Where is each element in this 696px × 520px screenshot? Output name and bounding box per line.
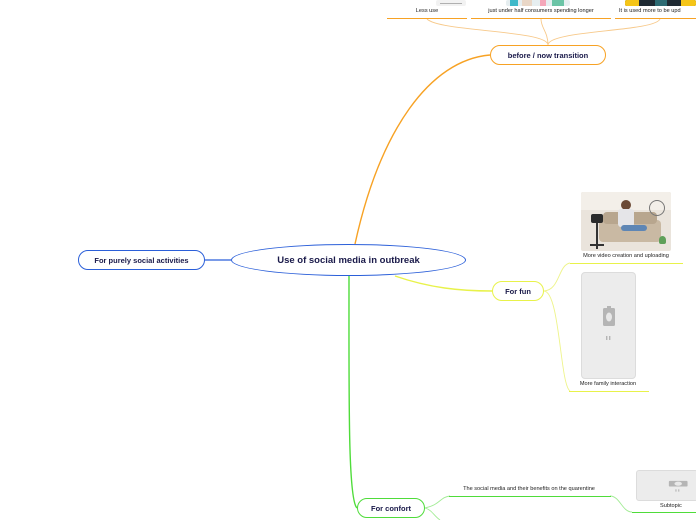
link-confort-sub2 (424, 507, 441, 520)
subtopic-quarentine-benefits-underline (449, 496, 611, 497)
link-central-before (354, 54, 491, 245)
subtopic-half-consumers-underline (471, 18, 611, 19)
topic-for-fun[interactable]: For fun (492, 281, 544, 301)
subtopic-image-placeholder (636, 470, 696, 501)
subtopic-generic[interactable]: Subtopic (660, 503, 696, 509)
link-fun-sub1 (543, 262, 571, 292)
topic-before-now-transition-label: before / now transition (507, 50, 589, 60)
subtopic-less-use-image (436, 0, 466, 6)
subtopic-video-creation-label: More video creation and uploading (583, 253, 669, 259)
link-before-sub2 (540, 18, 549, 46)
subtopic-half-consumers-label: just under half consumers spending longe… (488, 8, 594, 14)
link-central-fun (394, 275, 493, 292)
topic-for-confort-label: For confort (371, 503, 411, 513)
link-before-sub3 (547, 18, 661, 46)
central-topic[interactable]: Use of social media in outbreak (231, 244, 466, 276)
image-placeholder-icon (668, 480, 688, 492)
subtopic-quarentine-benefits[interactable]: The social media and their benefits on t… (449, 486, 609, 492)
topic-social-activities[interactable]: For purely social activities (78, 250, 205, 270)
subtopic-less-use[interactable]: Less use (387, 8, 467, 14)
link-before-sub1 (426, 18, 549, 46)
subtopic-family-interaction-label: More family interaction (579, 381, 637, 387)
subtopic-quarentine-benefits-label: The social media and their benefits on t… (463, 486, 595, 492)
subtopic-generic-label: Subtopic (660, 503, 682, 509)
subtopic-video-creation-underline (570, 263, 683, 264)
topic-social-activities-label: For purely social activities (94, 255, 189, 265)
central-topic-label: Use of social media in outbreak (277, 254, 420, 266)
subtopic-used-more-image (625, 0, 696, 6)
topic-for-confort[interactable]: For confort (357, 498, 425, 518)
subtopic-half-consumers-image (506, 0, 570, 6)
topic-for-fun-label: For fun (505, 286, 531, 296)
link-confort-sub1 (424, 495, 451, 509)
image-placeholder-icon (603, 306, 615, 340)
subtopic-used-more-underline (615, 18, 696, 19)
subtopic-used-more-label: It is used more to be upd (619, 8, 681, 14)
link-confort-sub1-sub2 (609, 495, 633, 513)
subtopic-generic-underline (632, 512, 696, 513)
family-interaction-image-placeholder (581, 272, 636, 379)
topic-before-now-transition[interactable]: before / now transition (490, 45, 606, 65)
subtopic-video-creation[interactable]: More video creation and uploading (570, 253, 682, 259)
subtopic-family-interaction[interactable]: More family interaction (569, 381, 647, 387)
subtopic-half-consumers[interactable]: just under half consumers spending longe… (471, 8, 611, 14)
link-central-confort (348, 275, 358, 509)
subtopic-family-interaction-underline (569, 391, 649, 392)
subtopic-less-use-label: Less use (415, 8, 439, 14)
subtopic-used-more[interactable]: It is used more to be upd (615, 8, 696, 14)
link-fun-sub2 (543, 290, 571, 392)
video-creation-photo (581, 192, 671, 251)
subtopic-less-use-underline (387, 18, 467, 19)
